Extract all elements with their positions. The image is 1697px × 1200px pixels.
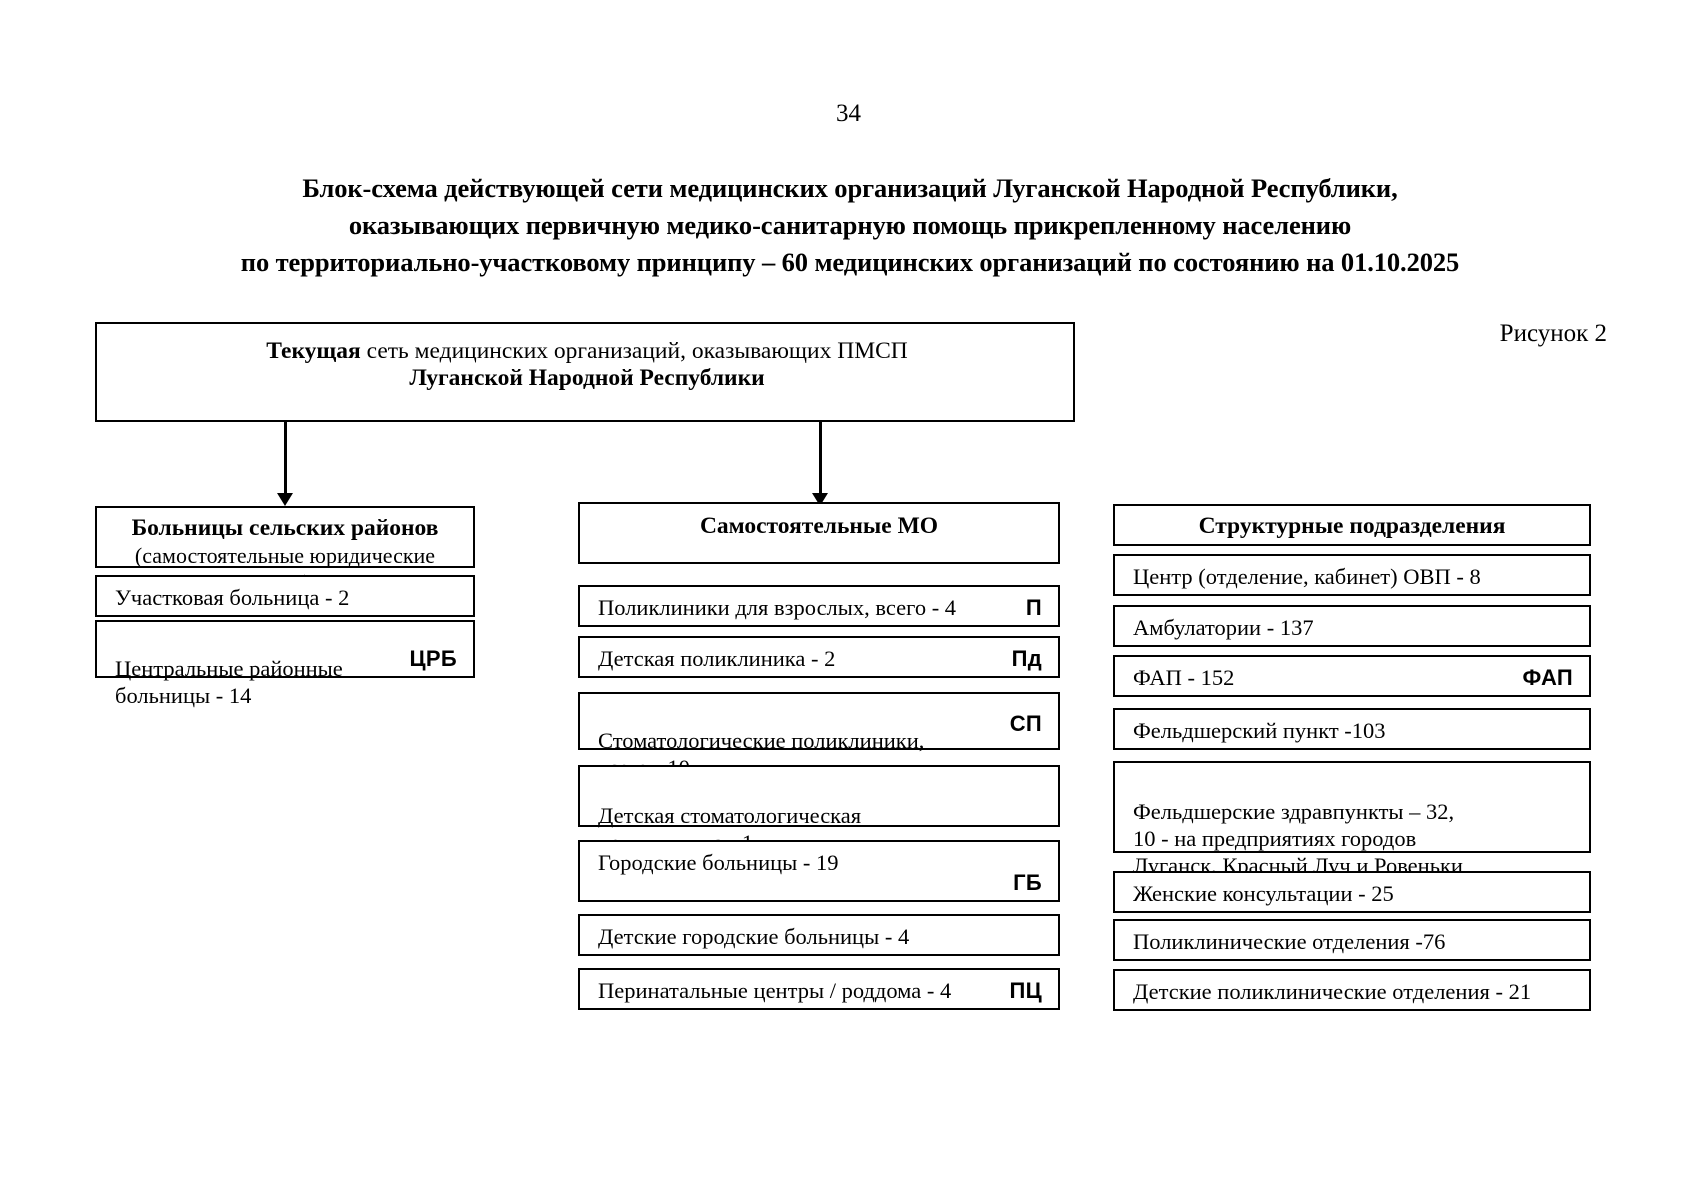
right-item-1: Амбулатории - 137 xyxy=(1113,605,1591,647)
right-item-6: Поликлинические отделения -76 xyxy=(1113,919,1591,961)
right-item-0: Центр (отделение, кабинет) ОВП - 8 xyxy=(1113,554,1591,596)
right-item-7-label: Детские поликлинические отделения - 21 xyxy=(1133,979,1532,1004)
middle-item-1-label: Детская поликлиника - 2 xyxy=(598,646,836,671)
middle-item-5-label: Детские городские больницы - 4 xyxy=(598,924,910,949)
middle-item-0-label: Поликлиники для взрослых, всего - 4 xyxy=(598,595,957,620)
middle-item-0: Поликлиники для взрослых, всего - 4 П xyxy=(578,585,1060,627)
root-node-current-network: Текущая сеть медицинских организаций, ок… xyxy=(95,322,1075,422)
page-title-line-2: оказывающих первичную медико-санитарную … xyxy=(348,210,1352,240)
root-node-line-2: Луганской Народной Республики xyxy=(409,365,765,391)
page-title: Блок-схема действующей сети медицинских … xyxy=(140,170,1560,281)
right-item-3: Фельдшерский пункт -103 xyxy=(1113,708,1591,750)
right-item-2-label: ФАП - 152 xyxy=(1133,665,1235,690)
middle-item-6: Перинатальные центры / роддома - 4 ПЦ xyxy=(578,968,1060,1010)
right-item-4-label: Фельдшерские здравпункты – 32, 10 - на п… xyxy=(1133,799,1463,878)
right-item-2-tag: ФАП xyxy=(1522,665,1573,690)
connector-line-middle xyxy=(819,422,822,496)
connector-line-left xyxy=(284,422,287,496)
right-item-7: Детские поликлинические отделения - 21 xyxy=(1113,969,1591,1011)
connector-arrow-left xyxy=(277,493,293,506)
middle-item-4-tag: ГБ xyxy=(1013,870,1042,895)
root-node-line-1-bold: Текущая xyxy=(266,338,361,364)
left-item-1: Центральные районные больницы - 14 ЦРБ xyxy=(95,620,475,708)
root-node-line-1-rest: сеть медицинских организаций, оказывающи… xyxy=(360,338,908,364)
root-node-line-1: Текущая сеть медицинских организаций, ок… xyxy=(115,338,1059,365)
right-item-0-label: Центр (отделение, кабинет) ОВП - 8 xyxy=(1133,564,1481,589)
middle-item-6-tag: ПЦ xyxy=(1009,978,1042,1003)
right-item-2: ФАП - 152 ФАП xyxy=(1113,655,1591,697)
page-title-line-3: по территориально-участковому принципу –… xyxy=(240,247,1460,277)
right-item-1-label: Амбулатории - 137 xyxy=(1133,615,1314,640)
column-left-header-title: Больницы сельских районов xyxy=(131,515,439,541)
left-item-0: Участковая больница - 2 xyxy=(95,575,475,617)
right-item-5: Женские консультации - 25 xyxy=(1113,871,1591,913)
right-item-4: Фельдшерские здравпункты – 32, 10 - на п… xyxy=(1113,761,1591,878)
middle-item-2: Стоматологические поликлиники, всего - 1… xyxy=(578,692,1060,780)
page-title-line-1: Блок-схема действующей сети медицинских … xyxy=(302,173,1398,203)
figure-caption: Рисунок 2 xyxy=(1499,320,1607,347)
left-item-1-label: Центральные районные больницы - 14 xyxy=(115,656,343,708)
right-item-6-label: Поликлинические отделения -76 xyxy=(1133,929,1446,954)
column-middle-header-title: Самостоятельные МО xyxy=(699,513,939,539)
right-item-5-label: Женские консультации - 25 xyxy=(1133,881,1394,906)
column-right-header: Структурные подразделения xyxy=(1113,504,1591,546)
middle-item-6-label: Перинатальные центры / роддома - 4 xyxy=(598,978,952,1003)
middle-item-2-tag: СП xyxy=(1009,711,1042,736)
left-item-1-tag: ЦРБ xyxy=(409,646,457,671)
middle-item-3: Детская стоматологическая поликлиника - … xyxy=(578,765,1060,855)
column-left-header: Больницы сельских районов (самостоятельн… xyxy=(95,506,475,595)
middle-item-0-tag: П xyxy=(1025,595,1042,620)
middle-item-4-label: Городские больницы - 19 xyxy=(598,850,839,875)
middle-item-5: Детские городские больницы - 4 xyxy=(578,914,1060,956)
page-number: 34 xyxy=(836,100,861,127)
column-right-header-title: Структурные подразделения xyxy=(1198,513,1506,539)
middle-item-4: Городские больницы - 19 ГБ xyxy=(578,840,1060,902)
middle-item-1-tag: Пд xyxy=(1011,646,1042,671)
right-item-3-label: Фельдшерский пункт -103 xyxy=(1133,718,1386,743)
column-middle-header: Самостоятельные МО xyxy=(578,502,1060,564)
middle-item-2-label: Стоматологические поликлиники, всего - 1… xyxy=(598,728,925,780)
left-item-0-label: Участковая больница - 2 xyxy=(115,585,350,610)
middle-item-1: Детская поликлиника - 2 Пд xyxy=(578,636,1060,678)
